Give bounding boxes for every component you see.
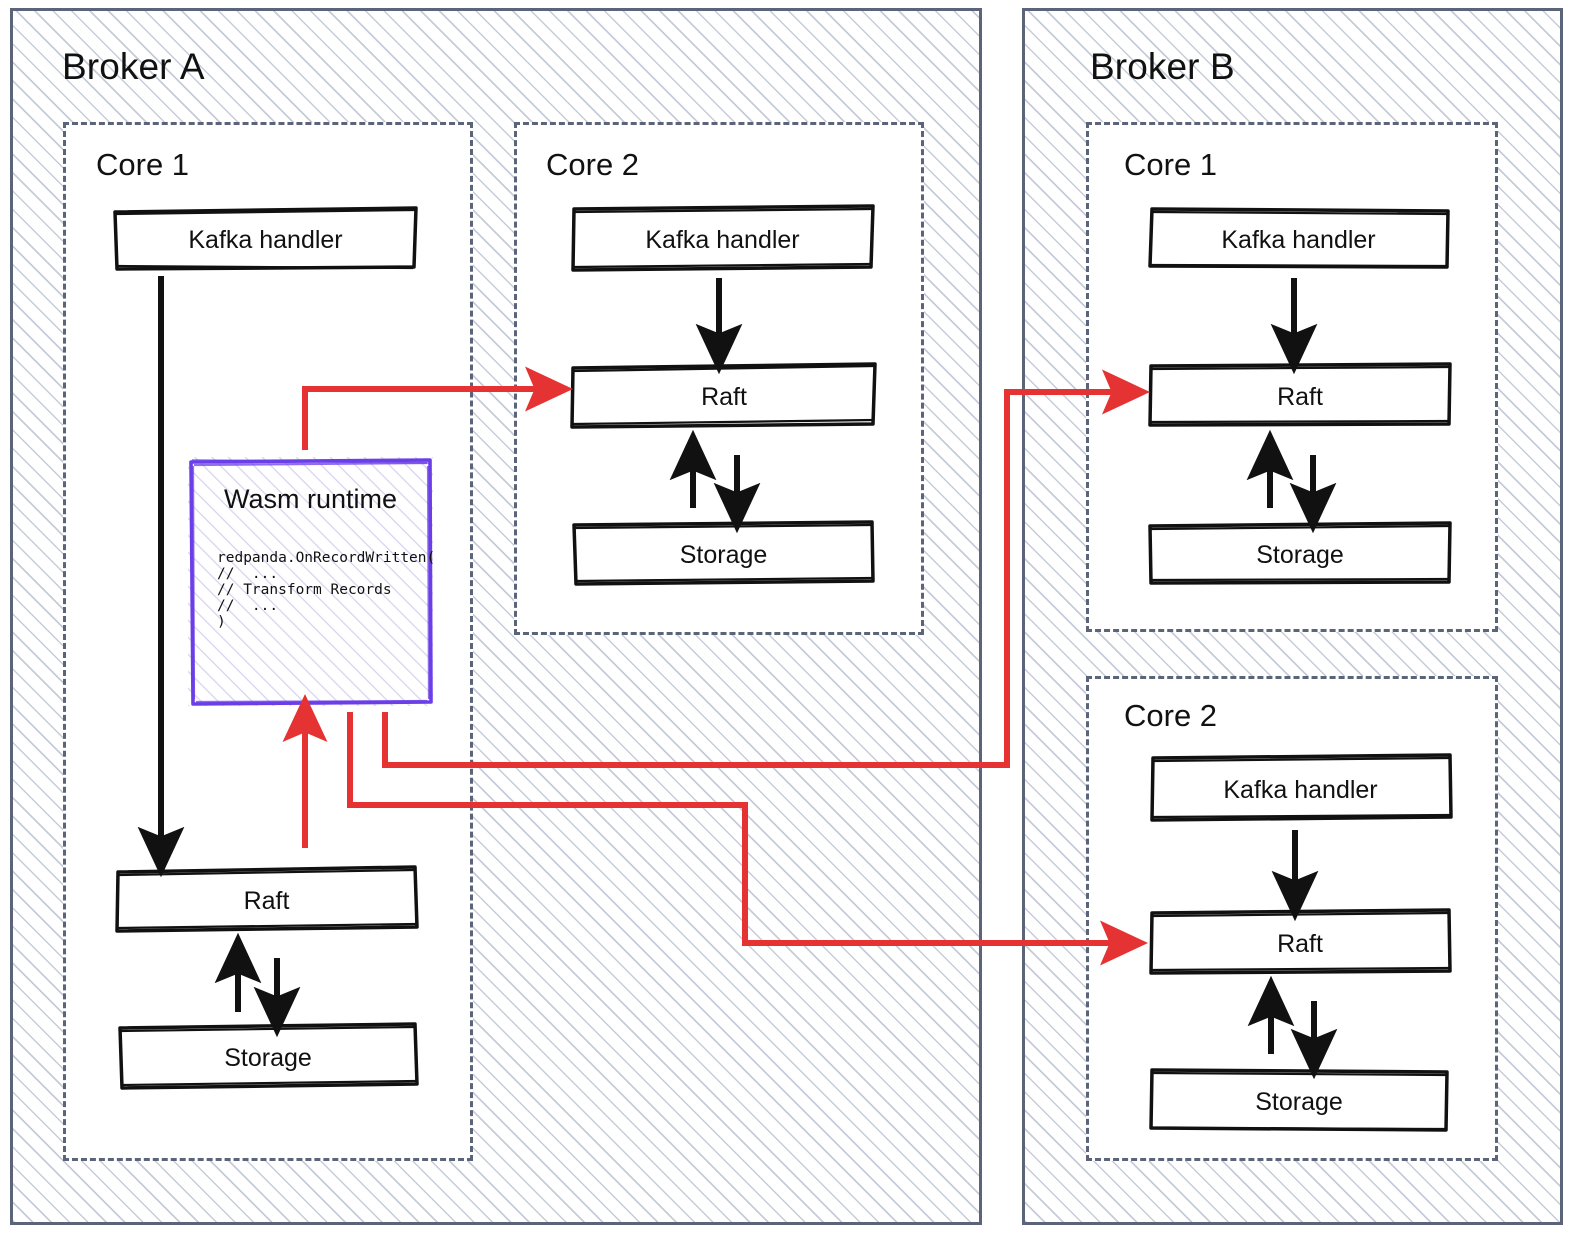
node-b2-storage-label: Storage xyxy=(1255,1088,1343,1116)
wasm-code-line-3: // ... xyxy=(217,598,279,614)
node-a2-raft[interactable]: Raft xyxy=(570,361,878,429)
sketch-box-outline xyxy=(1148,207,1450,269)
node-a1-storage[interactable]: Storage xyxy=(118,1022,419,1090)
sketch-box-outline xyxy=(1150,753,1453,822)
node-a1-wasm-runtime[interactable]: Wasm runtime redpanda.OnRecordWritten( /… xyxy=(188,457,436,706)
node-b1-raft[interactable]: Raft xyxy=(1147,361,1453,429)
node-a1-wasm-runtime-label: Wasm runtime xyxy=(223,484,398,514)
wasm-code-line-1: // ... xyxy=(217,566,279,582)
broker-b-title: Broker B xyxy=(1090,46,1235,87)
node-a1-storage-label: Storage xyxy=(224,1044,312,1072)
node-b1-storage-label: Storage xyxy=(1256,541,1344,569)
wasm-code-line-4: ) xyxy=(217,614,226,630)
node-a2-raft-label: Raft xyxy=(701,383,747,411)
node-a1-raft-label: Raft xyxy=(243,887,290,915)
node-a1-kafka-handler-label: Kafka handler xyxy=(188,226,343,254)
broker-a-title: Broker A xyxy=(62,46,205,87)
sketch-box-outline xyxy=(571,204,875,272)
node-b2-storage[interactable]: Storage xyxy=(1148,1066,1450,1134)
node-b1-storage[interactable]: Storage xyxy=(1147,520,1453,586)
node-a2-storage[interactable]: Storage xyxy=(572,520,875,586)
sketch-box-outline xyxy=(1149,908,1452,975)
node-b2-raft-label: Raft xyxy=(1277,930,1323,958)
node-b1-raft-label: Raft xyxy=(1277,383,1323,411)
sketch-box-outline xyxy=(1148,521,1452,585)
node-a2-storage-label: Storage xyxy=(679,541,768,569)
wasm-code-line-2: // Transform Records xyxy=(217,582,392,598)
node-b2-kafka-handler[interactable]: Kafka handler xyxy=(1148,753,1453,823)
wasm-code-line-0: redpanda.OnRecordWritten( xyxy=(217,550,436,566)
node-a2-kafka-handler[interactable]: Kafka handler xyxy=(570,204,875,272)
broker-b-core-1-title: Core 1 xyxy=(1124,147,1218,182)
sketch-box-outline xyxy=(1148,362,1452,427)
node-b2-raft[interactable]: Raft xyxy=(1148,907,1452,977)
broker-a-core-1-title: Core 1 xyxy=(96,147,190,182)
node-b1-kafka-handler[interactable]: Kafka handler xyxy=(1147,205,1450,271)
sketch-box-outline xyxy=(1149,1068,1449,1132)
node-a2-kafka-handler-label: Kafka handler xyxy=(645,226,800,254)
node-b2-kafka-handler-label: Kafka handler xyxy=(1223,776,1378,804)
sketch-box-outline xyxy=(113,206,418,271)
broker-a-core-2-title: Core 2 xyxy=(546,147,640,182)
node-a1-kafka-handler[interactable]: Kafka handler xyxy=(113,205,418,271)
node-a1-raft[interactable]: Raft xyxy=(115,864,419,934)
broker-b-core-2-title: Core 2 xyxy=(1124,698,1218,733)
node-b1-kafka-handler-label: Kafka handler xyxy=(1221,226,1376,254)
